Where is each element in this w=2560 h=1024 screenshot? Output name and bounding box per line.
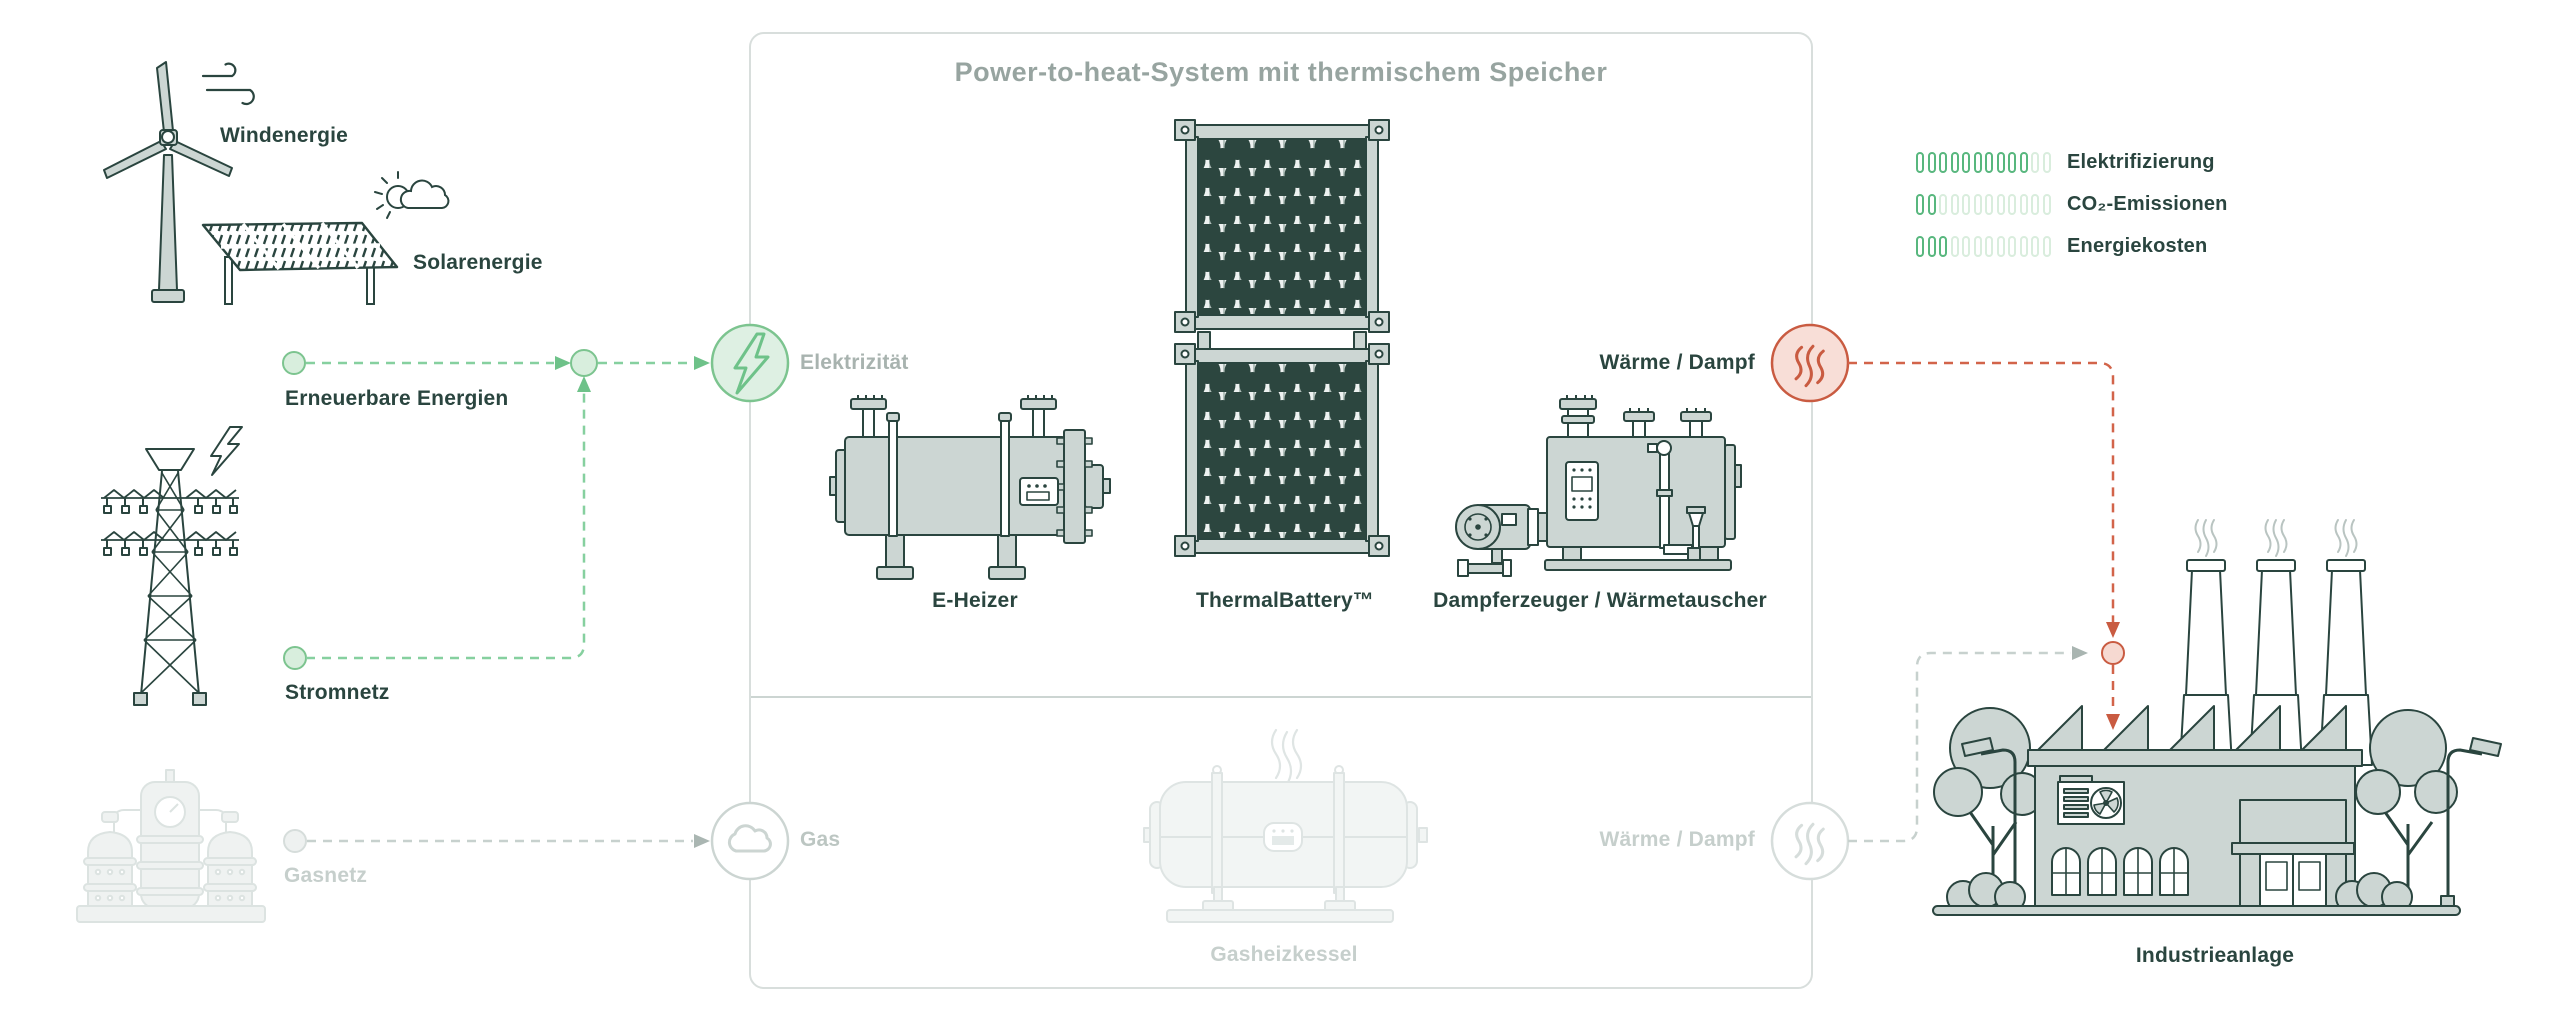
- legend-pill: [2008, 152, 2016, 173]
- solar-panel-illustration: [201, 221, 399, 305]
- tree-icon: [1933, 707, 2044, 908]
- wind-label: Windenergie: [220, 124, 349, 147]
- legend-pill: [1962, 236, 1970, 257]
- gas-label: Gas: [800, 828, 841, 851]
- legend-pill: [1950, 194, 1959, 215]
- ac-unit-icon: [2057, 775, 2125, 825]
- legend-label-co2: CO₂-Emissionen: [2067, 193, 2228, 215]
- legend-pill: [1985, 194, 1993, 215]
- legend-pill: [2042, 152, 2051, 173]
- legend-pill: [1927, 194, 1936, 215]
- factory-illustration: [1932, 519, 2502, 916]
- heat-steam-top-label: Wärme / Dampf: [1599, 351, 1755, 374]
- legend-pill: [1996, 236, 2005, 257]
- arrow-right-icon: [694, 356, 710, 370]
- heat-steam-bottom-label: Wärme / Dampf: [1599, 828, 1755, 851]
- power-tower-illustration: [101, 448, 239, 706]
- smoke-icon: [2194, 519, 2358, 557]
- legend-pill: [1916, 194, 1924, 215]
- legend-pill: [2008, 194, 2016, 215]
- renewables-label: Erneuerbare Energien: [285, 387, 509, 410]
- thermal-battery-illustration: [1174, 119, 1390, 557]
- gas-boiler-label: Gasheizkessel: [1210, 943, 1358, 966]
- legend-pill: [2042, 194, 2051, 215]
- legend-pills-energycost: [1916, 236, 2051, 257]
- legend-pill: [2019, 152, 2028, 173]
- grid-lightning-icon: [210, 426, 243, 476]
- steam-generator-illustration: [1455, 395, 1742, 577]
- factory-entrance: [2231, 799, 2355, 911]
- legend-pill: [1973, 194, 1982, 215]
- gas-heat-delivery-path: [1848, 646, 2088, 843]
- legend-pill: [2031, 194, 2039, 215]
- legend-pill: [1950, 236, 1959, 257]
- factory-label: Industrieanlage: [2135, 944, 2295, 967]
- renewables-flow-path: [282, 349, 710, 377]
- solar-label: Solarenergie: [413, 251, 543, 274]
- legend-pill: [1939, 236, 1947, 257]
- arrow-right-icon: [694, 834, 710, 848]
- legend-pill: [1973, 236, 1982, 257]
- heat-delivery-path: [1848, 361, 2120, 730]
- legend-pill: [1973, 152, 1982, 173]
- legend-pill: [1985, 152, 1993, 173]
- legend-pill: [1916, 152, 1924, 173]
- thermal-battery-label: ThermalBattery™: [1195, 589, 1375, 612]
- legend-pill: [1985, 236, 1993, 257]
- legend-pill: [1939, 194, 1947, 215]
- legend-pill: [1962, 152, 1970, 173]
- legend-pill: [2042, 236, 2051, 257]
- arrow-down-icon: [2106, 714, 2120, 730]
- legend-pill: [1996, 194, 2005, 215]
- legend-pills-co2: [1916, 194, 2051, 215]
- steam-icon: [1270, 728, 1303, 786]
- legend-pill: [2031, 236, 2039, 257]
- heat-waves-icon: [1794, 822, 1825, 866]
- arrow-up-icon: [577, 376, 591, 392]
- electricity-node: [710, 323, 790, 403]
- legend-pill: [1939, 152, 1947, 173]
- lightning-icon: [733, 332, 770, 395]
- legend-pill: [1927, 152, 1936, 173]
- legend-pill: [1996, 152, 2005, 173]
- legend-pill: [2008, 236, 2016, 257]
- legend-pill: [1962, 194, 1970, 215]
- e-heater-label: E-Heizer: [932, 589, 1018, 612]
- gas-node: [710, 801, 790, 881]
- gas-grid-label: Gasnetz: [284, 864, 368, 887]
- grid-flow-path: [283, 376, 591, 670]
- heat-node-faded: [1770, 801, 1850, 881]
- legend-pill: [2031, 152, 2039, 173]
- e-heater-illustration: [829, 395, 1111, 580]
- legend-pill: [1916, 236, 1924, 257]
- gas-flow-path: [283, 829, 710, 853]
- legend-pill: [1927, 236, 1936, 257]
- legend-pill: [1950, 152, 1959, 173]
- wind-turbine-illustration: [103, 61, 233, 303]
- arrow-right-icon: [555, 356, 571, 370]
- gas-boiler-illustration: [1143, 728, 1428, 923]
- legend-pills-electrification: [1916, 152, 2051, 173]
- legend-pill: [2019, 194, 2028, 215]
- legend-pill: [2019, 236, 2028, 257]
- sun-cloud-icon: [374, 171, 450, 219]
- legend-label-energycost: Energiekosten: [2067, 235, 2208, 257]
- legend-label-electrification: Elektrifizierung: [2067, 151, 2215, 173]
- delivery-junction-node: [2101, 641, 2125, 665]
- factory-windows: [2051, 847, 2189, 896]
- heat-waves-icon: [1794, 344, 1825, 388]
- electricity-label: Elektrizität: [800, 351, 909, 374]
- power-grid-label: Stromnetz: [285, 681, 390, 704]
- junction-node: [570, 349, 598, 377]
- heat-node: [1770, 323, 1850, 403]
- street-lamp-icon: [2440, 737, 2502, 909]
- gas-plant-illustration: [76, 769, 266, 923]
- steam-generator-label: Dampferzeuger / Wärmetauscher: [1433, 589, 1767, 612]
- diagram-title: Power-to-heat-System mit thermischem Spe…: [954, 57, 1608, 87]
- wind-gust-icon: [201, 62, 255, 106]
- arrow-right-icon: [2072, 646, 2088, 660]
- cloud-icon: [727, 824, 772, 853]
- arrow-down-icon: [2106, 622, 2120, 638]
